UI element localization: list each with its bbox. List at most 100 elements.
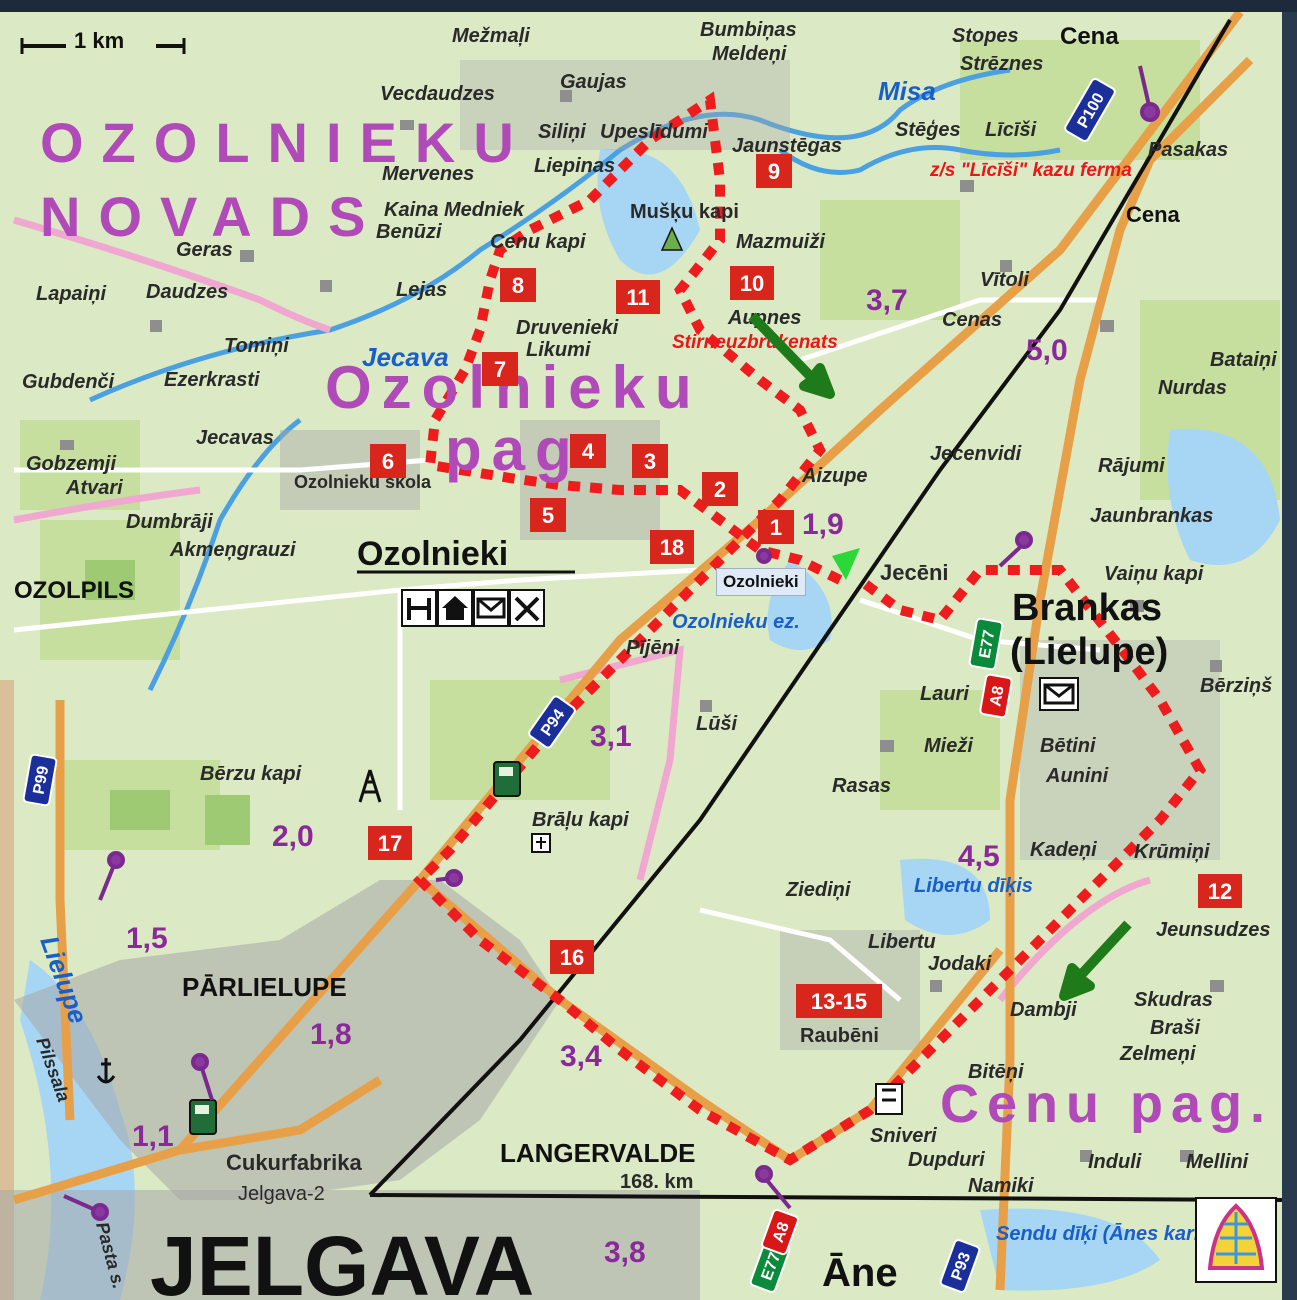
place-label: Bataiņi (1210, 349, 1277, 371)
logo-icon (1195, 1197, 1277, 1283)
distance-labels: 3,7 5,0 1,9 3,1 2,0 1,5 1,8 1,1 3,4 4,5 … (126, 284, 1068, 1269)
place-label: Likumi (526, 339, 591, 361)
place-label: Bētini (1040, 735, 1096, 757)
place-label: Jecava (362, 342, 449, 372)
svg-text:13-15: 13-15 (811, 989, 867, 1014)
place-label: Lapaiņi (36, 283, 106, 305)
route-marker-11: 11 (616, 280, 660, 314)
route-marker-16: 16 (550, 940, 594, 974)
place-label: Mazmuiži (736, 231, 825, 253)
place-label: Lauri (920, 683, 969, 705)
place-label: 168. km (620, 1171, 693, 1193)
distance-label: 1,8 (310, 1018, 352, 1051)
route-marker-1: 1 (758, 510, 794, 544)
scale-bar: 1 km (20, 28, 186, 54)
place-label: Jodaki (928, 953, 992, 975)
distance-label: 4,5 (958, 840, 1000, 873)
route-marker-18: 18 (650, 530, 694, 564)
place-label: Ezerkrasti (164, 369, 260, 391)
route-marker-3: 3 (632, 444, 668, 478)
walking-route (412, 91, 1207, 1166)
dark-forest (85, 560, 250, 845)
route-marker-4: 4 (570, 434, 606, 468)
route-marker-9: 9 (756, 154, 792, 188)
svg-text:7: 7 (494, 357, 506, 382)
place-label: Rājumi (1098, 455, 1165, 477)
map-border (0, 680, 14, 1300)
svg-text:4: 4 (582, 439, 595, 464)
road-shield-a8: A8 (979, 673, 1013, 719)
place-label: Namiki (968, 1175, 1034, 1197)
place-label: Jaunbrankas (1090, 505, 1213, 527)
poi-icons (63, 65, 1277, 1283)
place-label: Akmeņgrauzi (169, 539, 296, 561)
direction-arrow-icon (748, 312, 835, 399)
distance-label: 3,4 (560, 1040, 602, 1073)
urban-areas (0, 60, 1220, 1300)
place-label: Raubēni (800, 1025, 879, 1047)
svg-text:10: 10 (740, 271, 764, 296)
place-label: Jecēni (880, 560, 949, 585)
svg-text:5: 5 (542, 503, 554, 528)
place-label: Jecavas (196, 427, 274, 449)
station-label[interactable]: Ozolnieki (716, 568, 806, 596)
fuel-station-icon (189, 1099, 217, 1135)
place-label: Aizupe (801, 465, 868, 487)
distance-label: 5,0 (1026, 334, 1068, 367)
town-ozolpils: OZOLPILS (14, 577, 134, 604)
place-label: Sendu dīķi (Ānes kari) (996, 1223, 1206, 1245)
place-label: Benūzi (376, 221, 442, 243)
place-label: Daudzes (146, 281, 228, 303)
cemetery-icon (531, 833, 551, 853)
region-novads: NOVADS (40, 185, 383, 248)
place-label: Vītoli (980, 269, 1029, 291)
place-label: Lūši (696, 713, 738, 735)
admin-boundaries (13, 216, 1151, 1003)
town-cena-station: Cena (1126, 202, 1181, 227)
place-label: Jeunsudzes (1156, 919, 1270, 941)
place-label: Bērziņš (1200, 675, 1272, 697)
place-label: Cenu kapi (490, 231, 586, 253)
place-label: Mieži (924, 735, 973, 757)
place-label: Siliņi (538, 121, 586, 143)
place-label: Mervenes (382, 163, 474, 185)
place-labels: Mežmaļi Bumbiņas Meldeņi Gaujas Vecdaudz… (22, 19, 1277, 1291)
place-label: Stopes (952, 25, 1019, 47)
railway-jelgava (369, 1193, 1283, 1202)
svg-text:17: 17 (378, 831, 402, 856)
place-label: Brāļu kapi (532, 809, 629, 831)
place-label: Dumbrāji (126, 511, 213, 533)
tower-icon (358, 769, 382, 803)
place-label: Jelgava-2 (238, 1183, 325, 1205)
town-langervalde: LANGERVALDE (500, 1138, 696, 1168)
svg-text:9: 9 (768, 159, 780, 184)
route-marker-17: 17 (368, 826, 412, 860)
place-label: Induli (1088, 1151, 1142, 1173)
farm-label: z/s "Līcīši" kazu ferma (929, 160, 1132, 181)
town-parlielupe: PĀRLIELUPE (182, 972, 347, 1002)
place-label: Ozolnieku skola (294, 472, 432, 492)
place-label: Vecdaudzes (380, 83, 495, 105)
house-icon (437, 589, 473, 627)
place-label: Libertu dīķis (914, 875, 1033, 897)
place-label: Atvari (65, 477, 123, 499)
city-jelgava: JELGAVA (150, 1219, 534, 1300)
place-label: Rasas (832, 775, 891, 797)
svg-text:8: 8 (512, 273, 524, 298)
buildings (60, 90, 1224, 1162)
trail-label: Stirneuzbrūkenats (672, 332, 838, 353)
church-icon (875, 1083, 903, 1115)
distance-label: 1,1 (132, 1120, 174, 1153)
school-icon (401, 589, 437, 627)
svg-text:3: 3 (644, 449, 656, 474)
svg-text:11: 11 (626, 285, 649, 310)
route-marker-13-15: 13-15 (796, 984, 882, 1018)
place-label: Aunini (1045, 765, 1109, 787)
town-ozolnieki: Ozolnieki (357, 535, 508, 573)
town-ane: Āne (822, 1251, 898, 1295)
place-label: Cukurfabrika (226, 1150, 362, 1175)
place-label: Geras (176, 239, 233, 261)
place-label: Krūmiņi (1134, 841, 1210, 863)
